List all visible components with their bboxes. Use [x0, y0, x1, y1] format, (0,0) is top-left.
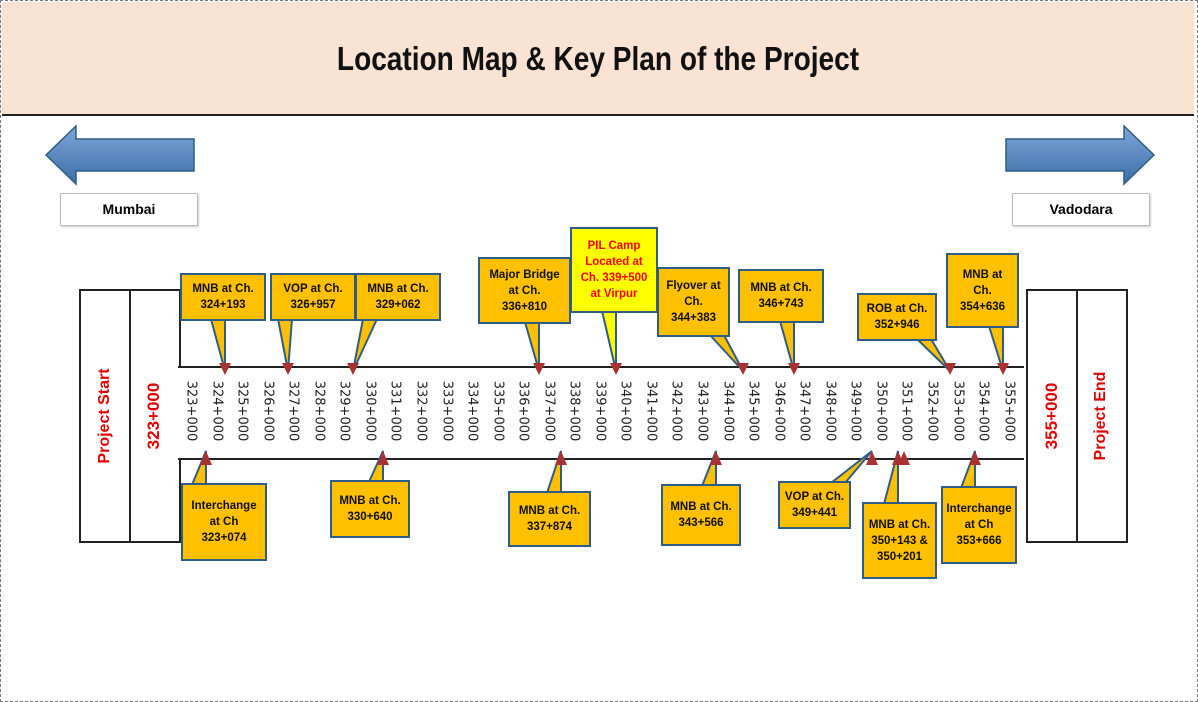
structure-marker — [710, 451, 722, 465]
structure-callout: ROB at Ch. 352+946 — [857, 293, 937, 341]
start-city-label: Mumbai — [60, 193, 198, 226]
callout-text: MNB at Ch. 330+640 — [339, 495, 401, 523]
callout-pointer — [707, 334, 744, 372]
callout-pointer — [367, 450, 384, 483]
structure-callout: VOP at Ch. 349+441 — [778, 481, 851, 529]
structure-marker — [737, 363, 749, 375]
structure-callout: Flyover at Ch. 344+383 — [657, 267, 730, 337]
callout-text: MNB at Ch. 343+566 — [670, 501, 732, 529]
structure-callout: MNB at Ch. 330+640 — [330, 480, 410, 538]
callout-text: ROB at Ch. 352+946 — [866, 303, 928, 331]
callout-text: PIL Camp Located at Ch. 339+500 at Virpu… — [580, 240, 648, 300]
callout-text: MNB at Ch. 337+874 — [518, 505, 581, 533]
structure-marker — [944, 363, 956, 375]
structure-marker — [219, 363, 231, 375]
project-start-box: Project Start 323+000 — [79, 289, 181, 543]
callout-text: Flyover at Ch. 344+383 — [666, 280, 721, 324]
structure-callout: MNB at Ch. 354+636 — [946, 253, 1019, 328]
structure-callout: MNB at Ch. 324+193 — [180, 273, 266, 321]
structure-callout: MNB at Ch. 329+062 — [355, 273, 441, 321]
callout-text: MNB at Ch. 350+143 & 350+201 — [868, 518, 931, 563]
project-end-box: 355+000 Project End — [1026, 289, 1128, 543]
structure-marker — [788, 363, 800, 375]
callout-text: Interchange at Ch 353+666 — [946, 503, 1012, 547]
structure-marker — [377, 451, 389, 465]
structure-callout: VOP at Ch. 326+957 — [270, 273, 356, 321]
end-city-label: Vadodara — [1012, 193, 1150, 226]
structure-marker — [997, 363, 1009, 375]
structure-marker — [200, 451, 212, 465]
structure-callout: MNB at Ch. 337+874 — [508, 491, 591, 547]
page-title: Location Map & Key Plan of the Project — [336, 40, 860, 77]
structure-marker — [610, 363, 622, 375]
structure-marker — [347, 363, 359, 375]
callout-text: MNB at Ch. 329+062 — [367, 283, 429, 311]
pil-camp-callout: PIL Camp Located at Ch. 339+500 at Virpu… — [570, 227, 658, 313]
callout-text: MNB at Ch. 324+193 — [192, 283, 254, 311]
callout-text: Interchange at Ch 323+074 — [191, 500, 257, 544]
title-banner: Location Map & Key Plan of the Project — [2, 2, 1194, 116]
callout-pointer — [914, 338, 951, 372]
road-strip — [178, 366, 1024, 460]
callout-text: MNB at Ch. 354+636 — [959, 268, 1006, 313]
callout-text: VOP at Ch. 326+957 — [283, 283, 343, 311]
callout-pointer — [600, 310, 617, 372]
callout-text: MNB at Ch. 346+743 — [750, 282, 812, 310]
structure-marker — [898, 451, 910, 465]
callout-pointer — [828, 450, 873, 484]
structure-callout: Major Bridge at Ch. 336+810 — [478, 257, 571, 324]
structure-marker — [866, 451, 878, 465]
arrow-right-icon — [1005, 124, 1156, 186]
callout-text: Major Bridge at Ch. 336+810 — [489, 268, 560, 313]
structure-marker — [533, 363, 545, 375]
callout-text: VOP at Ch. 349+441 — [784, 491, 845, 519]
structure-callout: MNB at Ch. 350+143 & 350+201 — [862, 502, 937, 579]
structure-callout: Interchange at Ch 323+074 — [181, 483, 267, 561]
structure-callout: MNB at Ch. 346+743 — [738, 269, 824, 323]
structure-marker — [282, 363, 294, 375]
structure-marker — [969, 451, 981, 465]
structure-marker — [555, 451, 567, 465]
structure-callout: Interchange at Ch 353+666 — [941, 486, 1017, 564]
structure-callout: MNB at Ch. 343+566 — [661, 484, 741, 546]
arrow-left-icon — [44, 124, 195, 186]
